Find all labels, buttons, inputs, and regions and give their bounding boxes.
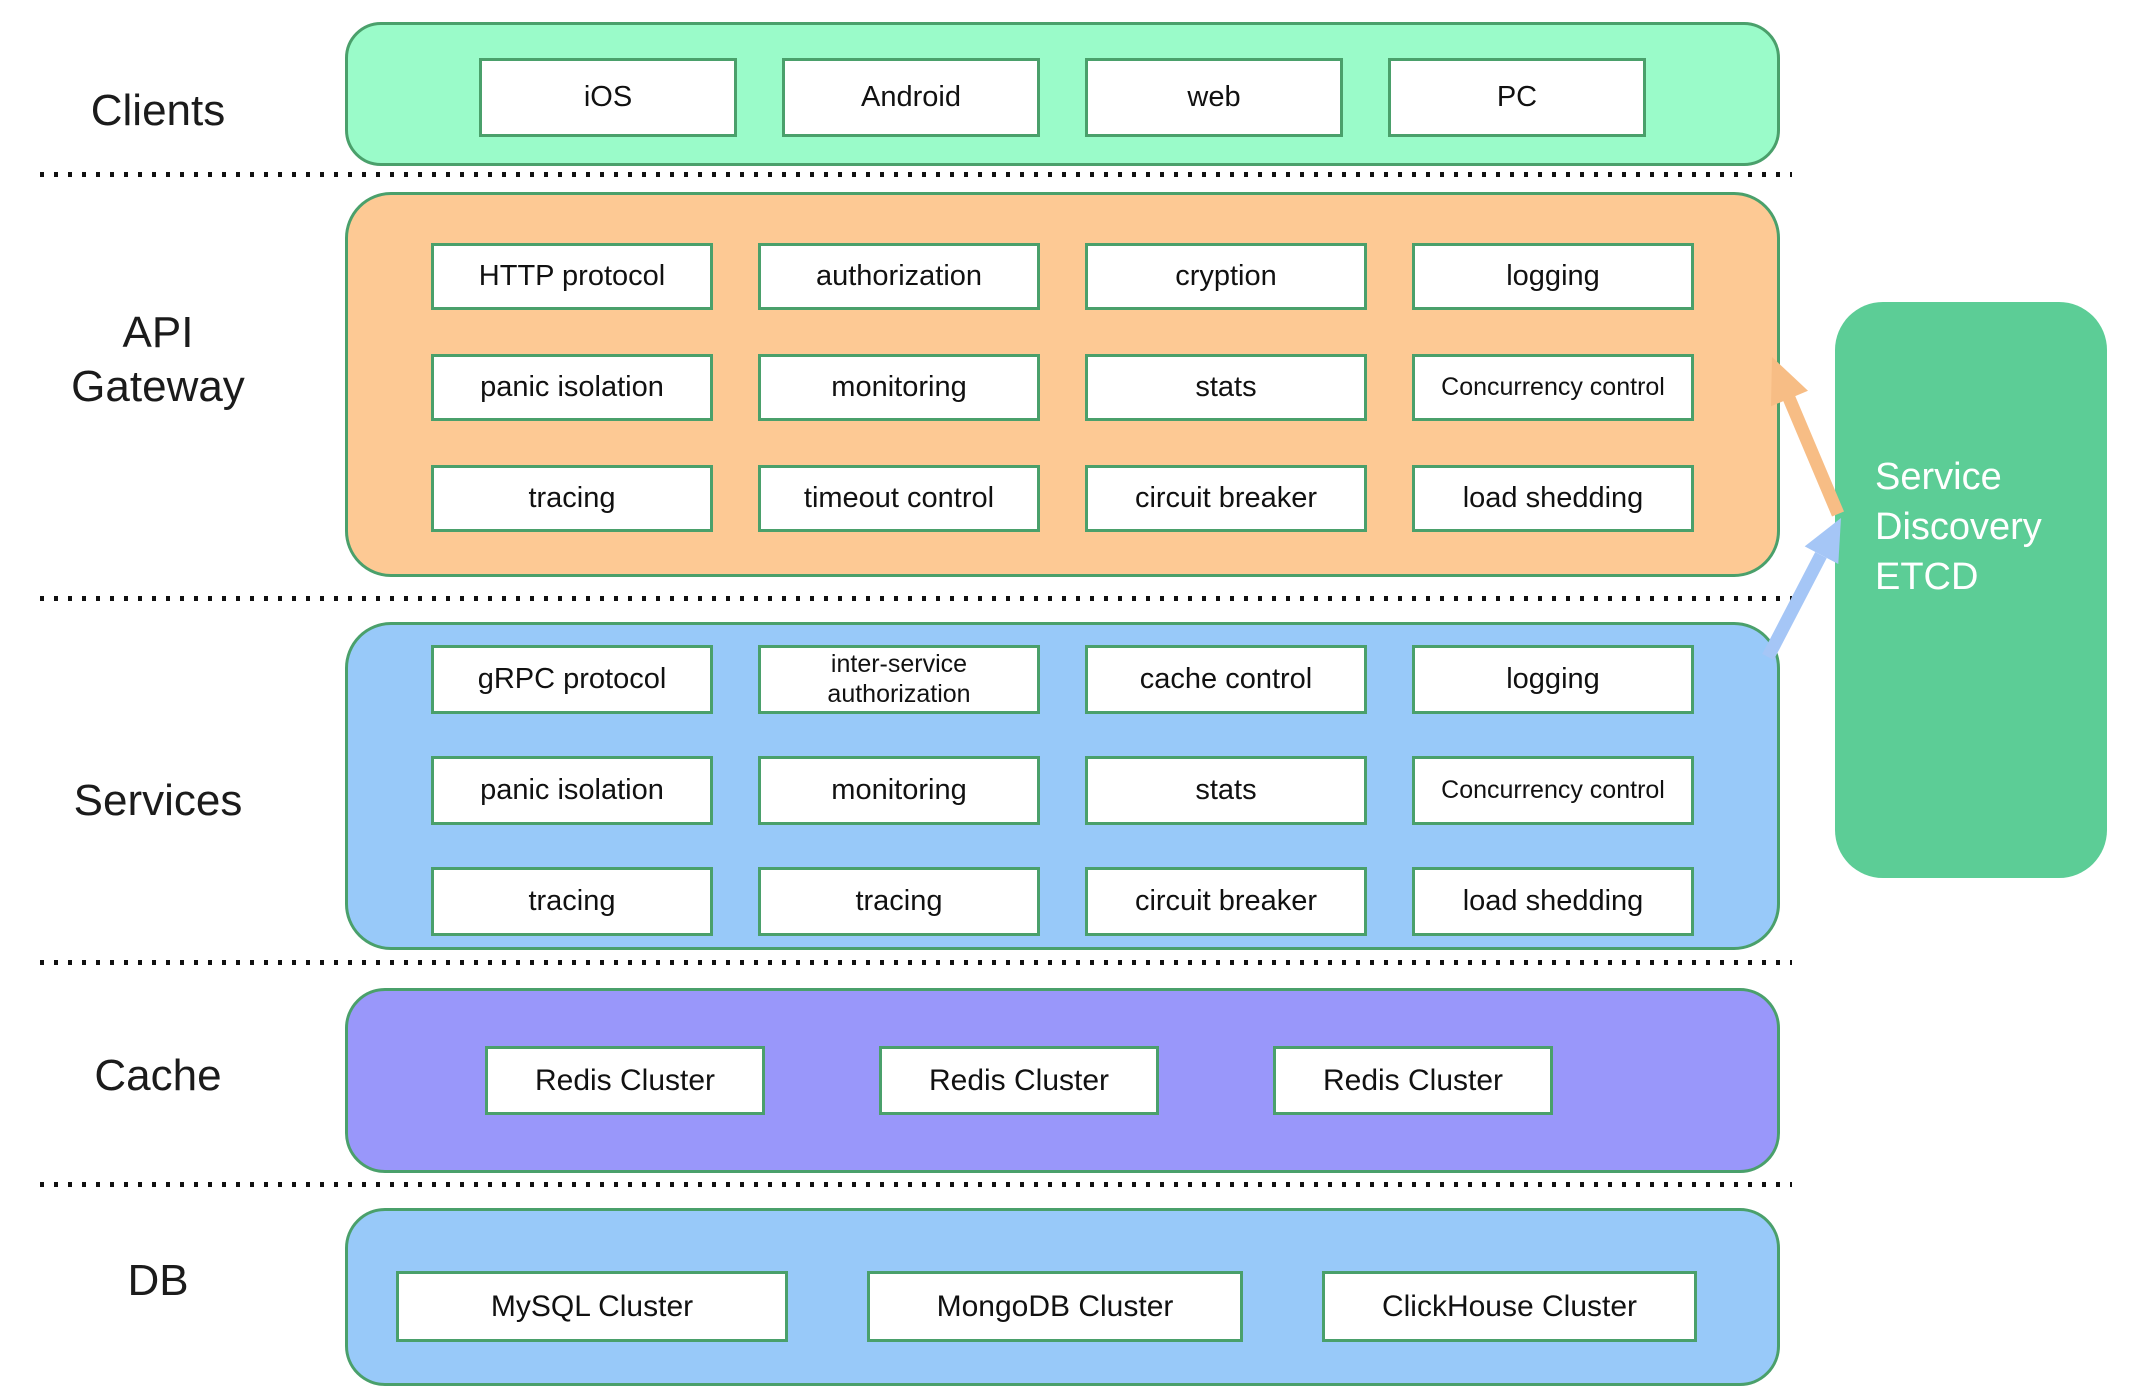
db-band: MySQL Cluster MongoDB Cluster ClickHouse… xyxy=(345,1208,1780,1386)
box-inter-service-authorization: inter-service authorization xyxy=(758,645,1040,714)
box-clickhouse-cluster: ClickHouse Cluster xyxy=(1322,1271,1697,1342)
api-gateway-grid: HTTP protocol authorization cryption log… xyxy=(348,243,1777,532)
clients-band: iOS Android web PC xyxy=(345,22,1780,166)
db-box-row: MySQL Cluster MongoDB Cluster ClickHouse… xyxy=(348,1271,1777,1342)
box-mysql-cluster: MySQL Cluster xyxy=(396,1271,788,1342)
row-label-api-gateway: API Gateway xyxy=(8,306,308,414)
box-tracing: tracing xyxy=(431,867,713,936)
box-cache-control: cache control xyxy=(1085,645,1367,714)
box-web: web xyxy=(1085,58,1343,137)
box-load-shedding: load shedding xyxy=(1412,465,1694,532)
box-cryption: cryption xyxy=(1085,243,1367,310)
box-stats: stats xyxy=(1085,756,1367,825)
box-monitoring: monitoring xyxy=(758,354,1040,421)
row-label-api-line2: Gateway xyxy=(71,362,245,411)
services-grid: gRPC protocol inter-service authorizatio… xyxy=(348,645,1777,936)
box-logging: logging xyxy=(1412,243,1694,310)
box-android: Android xyxy=(782,58,1040,137)
box-tracing: tracing xyxy=(758,867,1040,936)
box-ios: iOS xyxy=(479,58,737,137)
box-mongodb-cluster: MongoDB Cluster xyxy=(867,1271,1243,1342)
separator-cache-db xyxy=(40,1182,1792,1187)
box-grpc-protocol: gRPC protocol xyxy=(431,645,713,714)
clients-box-row: iOS Android web PC xyxy=(348,58,1777,137)
box-concurrency-control: Concurrency control xyxy=(1412,354,1694,421)
etcd-label-line3: ETCD xyxy=(1875,556,1979,598)
box-tracing: tracing xyxy=(431,465,713,532)
service-discovery-etcd-box: Service Discovery ETCD xyxy=(1835,302,2107,878)
box-redis-cluster: Redis Cluster xyxy=(879,1046,1159,1115)
box-authorization: authorization xyxy=(758,243,1040,310)
etcd-label-line1: Service xyxy=(1875,456,2002,498)
box-logging: logging xyxy=(1412,645,1694,714)
box-monitoring: monitoring xyxy=(758,756,1040,825)
cache-box-row: Redis Cluster Redis Cluster Redis Cluste… xyxy=(348,1046,1777,1115)
box-http-protocol: HTTP protocol xyxy=(431,243,713,310)
box-load-shedding: load shedding xyxy=(1412,867,1694,936)
separator-clients-api xyxy=(40,172,1792,177)
row-label-services: Services xyxy=(73,776,243,825)
separator-api-services xyxy=(40,596,1792,601)
services-band: gRPC protocol inter-service authorizatio… xyxy=(345,622,1780,950)
box-panic-isolation: panic isolation xyxy=(431,756,713,825)
box-panic-isolation: panic isolation xyxy=(431,354,713,421)
box-circuit-breaker: circuit breaker xyxy=(1085,465,1367,532)
arrow-api-gateway-to-etcd xyxy=(1771,357,1844,517)
box-redis-cluster: Redis Cluster xyxy=(485,1046,765,1115)
box-pc: PC xyxy=(1388,58,1646,137)
box-stats: stats xyxy=(1085,354,1367,421)
etcd-label-line2: Discovery xyxy=(1875,506,2042,548)
box-concurrency-control: Concurrency control xyxy=(1412,756,1694,825)
cache-band: Redis Cluster Redis Cluster Redis Cluste… xyxy=(345,988,1780,1173)
box-timeout-control: timeout control xyxy=(758,465,1040,532)
box-redis-cluster: Redis Cluster xyxy=(1273,1046,1553,1115)
row-label-cache: Cache xyxy=(94,1051,222,1100)
api-gateway-band: HTTP protocol authorization cryption log… xyxy=(345,192,1780,577)
row-label-api-line1: API xyxy=(122,308,194,357)
separator-services-cache xyxy=(40,960,1792,965)
row-label-clients: Clients xyxy=(90,86,226,135)
box-circuit-breaker: circuit breaker xyxy=(1085,867,1367,936)
row-label-db: DB xyxy=(127,1256,189,1305)
